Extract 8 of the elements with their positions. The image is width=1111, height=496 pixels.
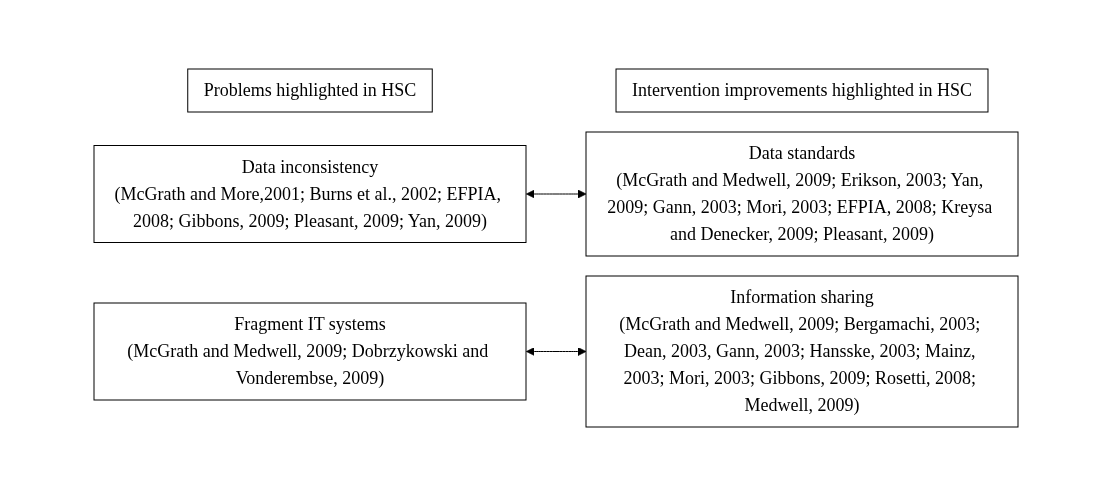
arrow [525, 347, 586, 356]
node-box: Data inconsistency (McGrath and More,2001; Burns et al., 2002; EFPIA, 2008; Gibbons, 2009; Pleasant, 2009; Yan, 2009) [93, 145, 526, 243]
node-box: Data standards (McGrath and Medwell, 2009; Erikson, 2003; Yan, 2009; Gann, 2003; Mori, 2003; EFPIA, 2008; Kreysa and Denecker, 2009; Pleasant, 2009) [585, 131, 1018, 257]
node-box: Fragment IT systems (McGrath and Medwell, 2009; Dobrzykowski and Vonderembse, 2009) [93, 302, 526, 401]
node-box: Information sharing (McGrath and Medwell, 2009; Bergamachi, 2003; Dean, 2003, Gann, 2003; Hansske, 2003; Mainz, 2003; Mori, 2003; Gibbons, 2009; Rosetti, 2008; Medwell, 2009) [585, 275, 1018, 428]
arrow [525, 189, 586, 199]
node-box: Intervention improvements highlighted in HSC [615, 68, 988, 113]
node-box: Problems highlighted in HSC [186, 68, 433, 113]
